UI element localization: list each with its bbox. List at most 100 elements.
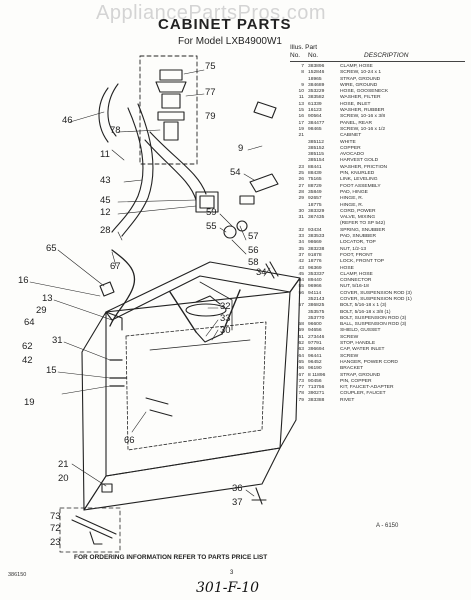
illus-no: 33 <box>298 234 304 240</box>
cabinet-right-side <box>279 277 301 449</box>
callout-45: 45 <box>100 195 111 206</box>
part-description: BOLT, SUSPENSION ROD (3) <box>340 315 407 321</box>
page-number: 3 <box>230 570 234 576</box>
part-number: 385115 <box>308 152 324 158</box>
illus-no: 54 <box>298 278 304 284</box>
part-description: SPRING, SNUBBER <box>340 227 386 233</box>
part-description: CABINET <box>340 133 362 139</box>
part-number: 383533 <box>308 234 325 240</box>
hinge-assembly <box>239 173 279 205</box>
mixing-valve <box>195 191 219 213</box>
column-description: DESCRIPTION <box>364 52 409 59</box>
part-number: 93434 <box>308 227 322 233</box>
part-description: SHIELD, GUSSET <box>340 328 381 334</box>
callout-75: 75 <box>205 61 216 72</box>
illus-no: 43 <box>298 265 304 271</box>
illus-no: 55 <box>298 284 304 290</box>
illus-no: 77 <box>298 385 304 391</box>
illus-no: 29 <box>298 196 304 202</box>
part-description: WASHER, FILTER <box>340 95 381 101</box>
part-number: 96369 <box>308 265 322 271</box>
illus-no: 13 <box>298 101 304 107</box>
illus-no: 63 <box>298 347 304 353</box>
illus-no: 9 <box>301 82 304 88</box>
top-locator <box>265 261 279 279</box>
part-number: 35849 <box>308 189 322 195</box>
part-number: 94656 <box>308 328 322 334</box>
callout-13: 13 <box>42 293 53 304</box>
cabinet-front-face <box>105 291 291 477</box>
part-description: STRAP, GROUND <box>340 372 381 378</box>
callout-72: 72 <box>50 523 61 534</box>
part-description: (REFER TO SP 542) <box>340 221 386 227</box>
illus-no: 25 <box>298 171 304 177</box>
page-title: CABINET PARTS <box>158 16 292 33</box>
faucet-adapter-parts <box>155 69 187 141</box>
part-number: 385152 <box>308 145 325 151</box>
callout-12: 12 <box>100 207 111 218</box>
part-number: 353575 <box>308 309 325 315</box>
part-description: WASHER, FRICTION <box>340 164 388 170</box>
illus-no: 27 <box>298 183 304 189</box>
hose-clamp-77 <box>253 101 277 119</box>
callout-77: 77 <box>205 87 216 98</box>
callout-78: 78 <box>110 125 121 136</box>
callout-29: 29 <box>36 305 47 316</box>
part-number: 367435 <box>308 215 325 221</box>
part-description: VALVE, MIXING <box>340 215 376 221</box>
callout-55: 55 <box>206 221 217 232</box>
part-description: PIN, KNURLED <box>340 171 375 177</box>
callout-leaders <box>29 69 271 497</box>
screws-left <box>109 359 127 387</box>
callout-9: 9 <box>238 143 244 154</box>
illus-no: 19 <box>298 126 304 132</box>
part-number: 91878 <box>308 252 322 258</box>
illus-no: 10 <box>298 89 304 95</box>
cabinet-left-side <box>81 311 107 511</box>
parts-list-row: 353770 BOLT, SUSPENSION ROD (3) <box>290 316 468 322</box>
part-description: BALL, SUSPENSION ROD (3) <box>340 322 407 328</box>
part-number: 713756 <box>308 385 325 391</box>
part-number: 97791 <box>308 341 322 347</box>
callout-66: 66 <box>124 435 135 446</box>
callout-64: 64 <box>24 317 35 328</box>
part-description: PANEL, REAR <box>340 120 372 126</box>
part-number: 384689 <box>308 82 325 88</box>
part-number: 383388 <box>308 397 325 403</box>
part-number: 98465 <box>308 126 322 132</box>
part-number: 61339 <box>308 101 322 107</box>
part-description: LINK, LEVELING <box>340 177 378 183</box>
part-number: 385112 <box>308 139 324 145</box>
callout-21: 21 <box>58 459 69 470</box>
callout-33: 33 <box>220 313 231 324</box>
part-description: HINGE, R. <box>340 202 364 208</box>
part-description: COVER, SUSPENSION ROD (1) <box>340 296 412 302</box>
callout-31: 31 <box>52 335 63 346</box>
illus-no: 64 <box>298 353 304 359</box>
power-cord <box>109 249 136 327</box>
illus-no: 45 <box>298 271 304 277</box>
foot-assembly-36 <box>251 487 267 505</box>
part-number: 353770 <box>308 315 325 321</box>
part-description: FOOT ASSEMBLY <box>340 183 381 189</box>
inlet-hose-13 <box>111 107 144 233</box>
part-description: CAP, WATER INLET <box>340 347 385 353</box>
part-number: 96452 <box>308 359 322 365</box>
